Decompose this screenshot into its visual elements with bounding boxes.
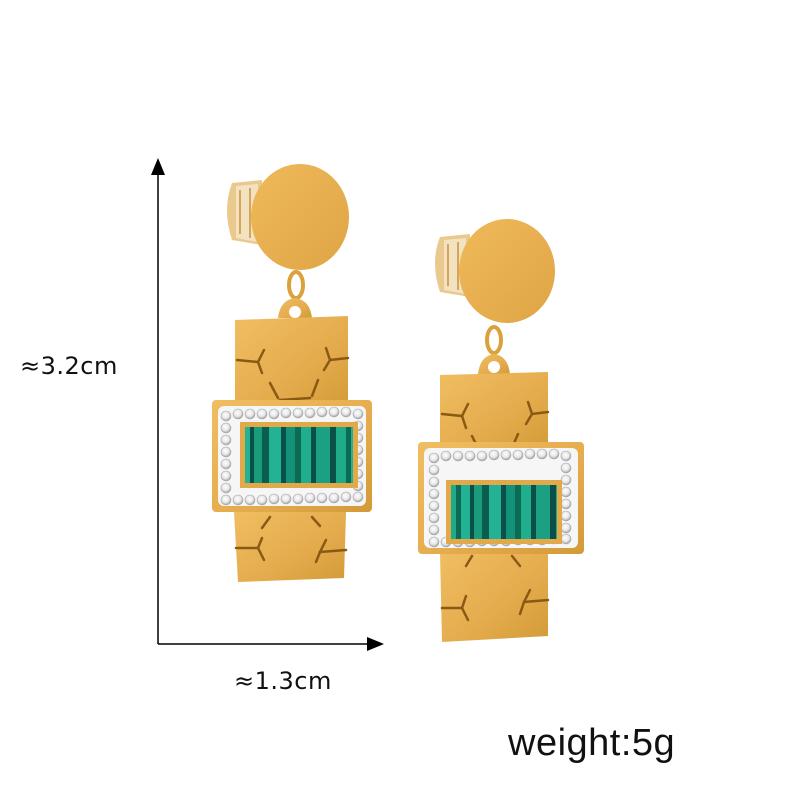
weight-label: weight:5g (508, 722, 676, 764)
height-label: ≈3.2cm (20, 352, 118, 380)
earring-right (418, 219, 584, 642)
malachite-stone-left (245, 427, 353, 483)
stud-disc-right (459, 219, 555, 323)
rhinestones-left (220, 406, 364, 506)
width-label: ≈1.3cm (234, 667, 332, 695)
earring-left (212, 164, 372, 582)
height-arrow (151, 158, 165, 644)
width-arrow (158, 637, 384, 651)
malachite-stone-right (451, 485, 557, 539)
stud-disc-left (251, 164, 349, 270)
